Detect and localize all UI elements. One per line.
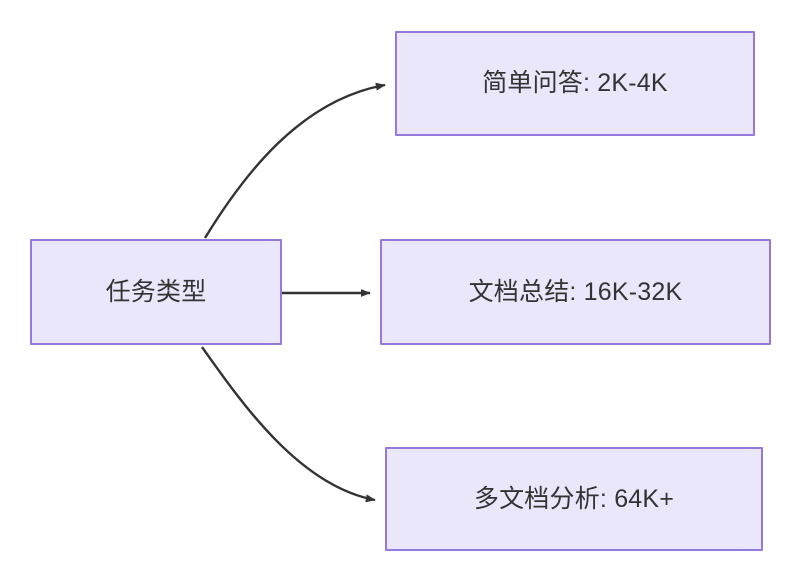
node-simple-qa-label: 简单问答: 2K-4K [482, 69, 668, 97]
edge-task-type-to-simple-qa [203, 82, 386, 239]
node-task-type-label: 任务类型 [105, 277, 207, 306]
edge-task-type-to-multi-doc [201, 346, 376, 503]
node-doc-summary-label: 文档总结: 16K-32K [468, 277, 683, 306]
node-multi-doc[interactable]: 多文档分析: 64K+ [385, 447, 763, 551]
node-task-type[interactable]: 任务类型 [30, 239, 282, 345]
node-simple-qa[interactable]: 简单问答: 2K-4K [395, 31, 755, 136]
node-multi-doc-label: 多文档分析: 64K+ [473, 484, 675, 513]
node-doc-summary[interactable]: 文档总结: 16K-32K [380, 239, 771, 345]
